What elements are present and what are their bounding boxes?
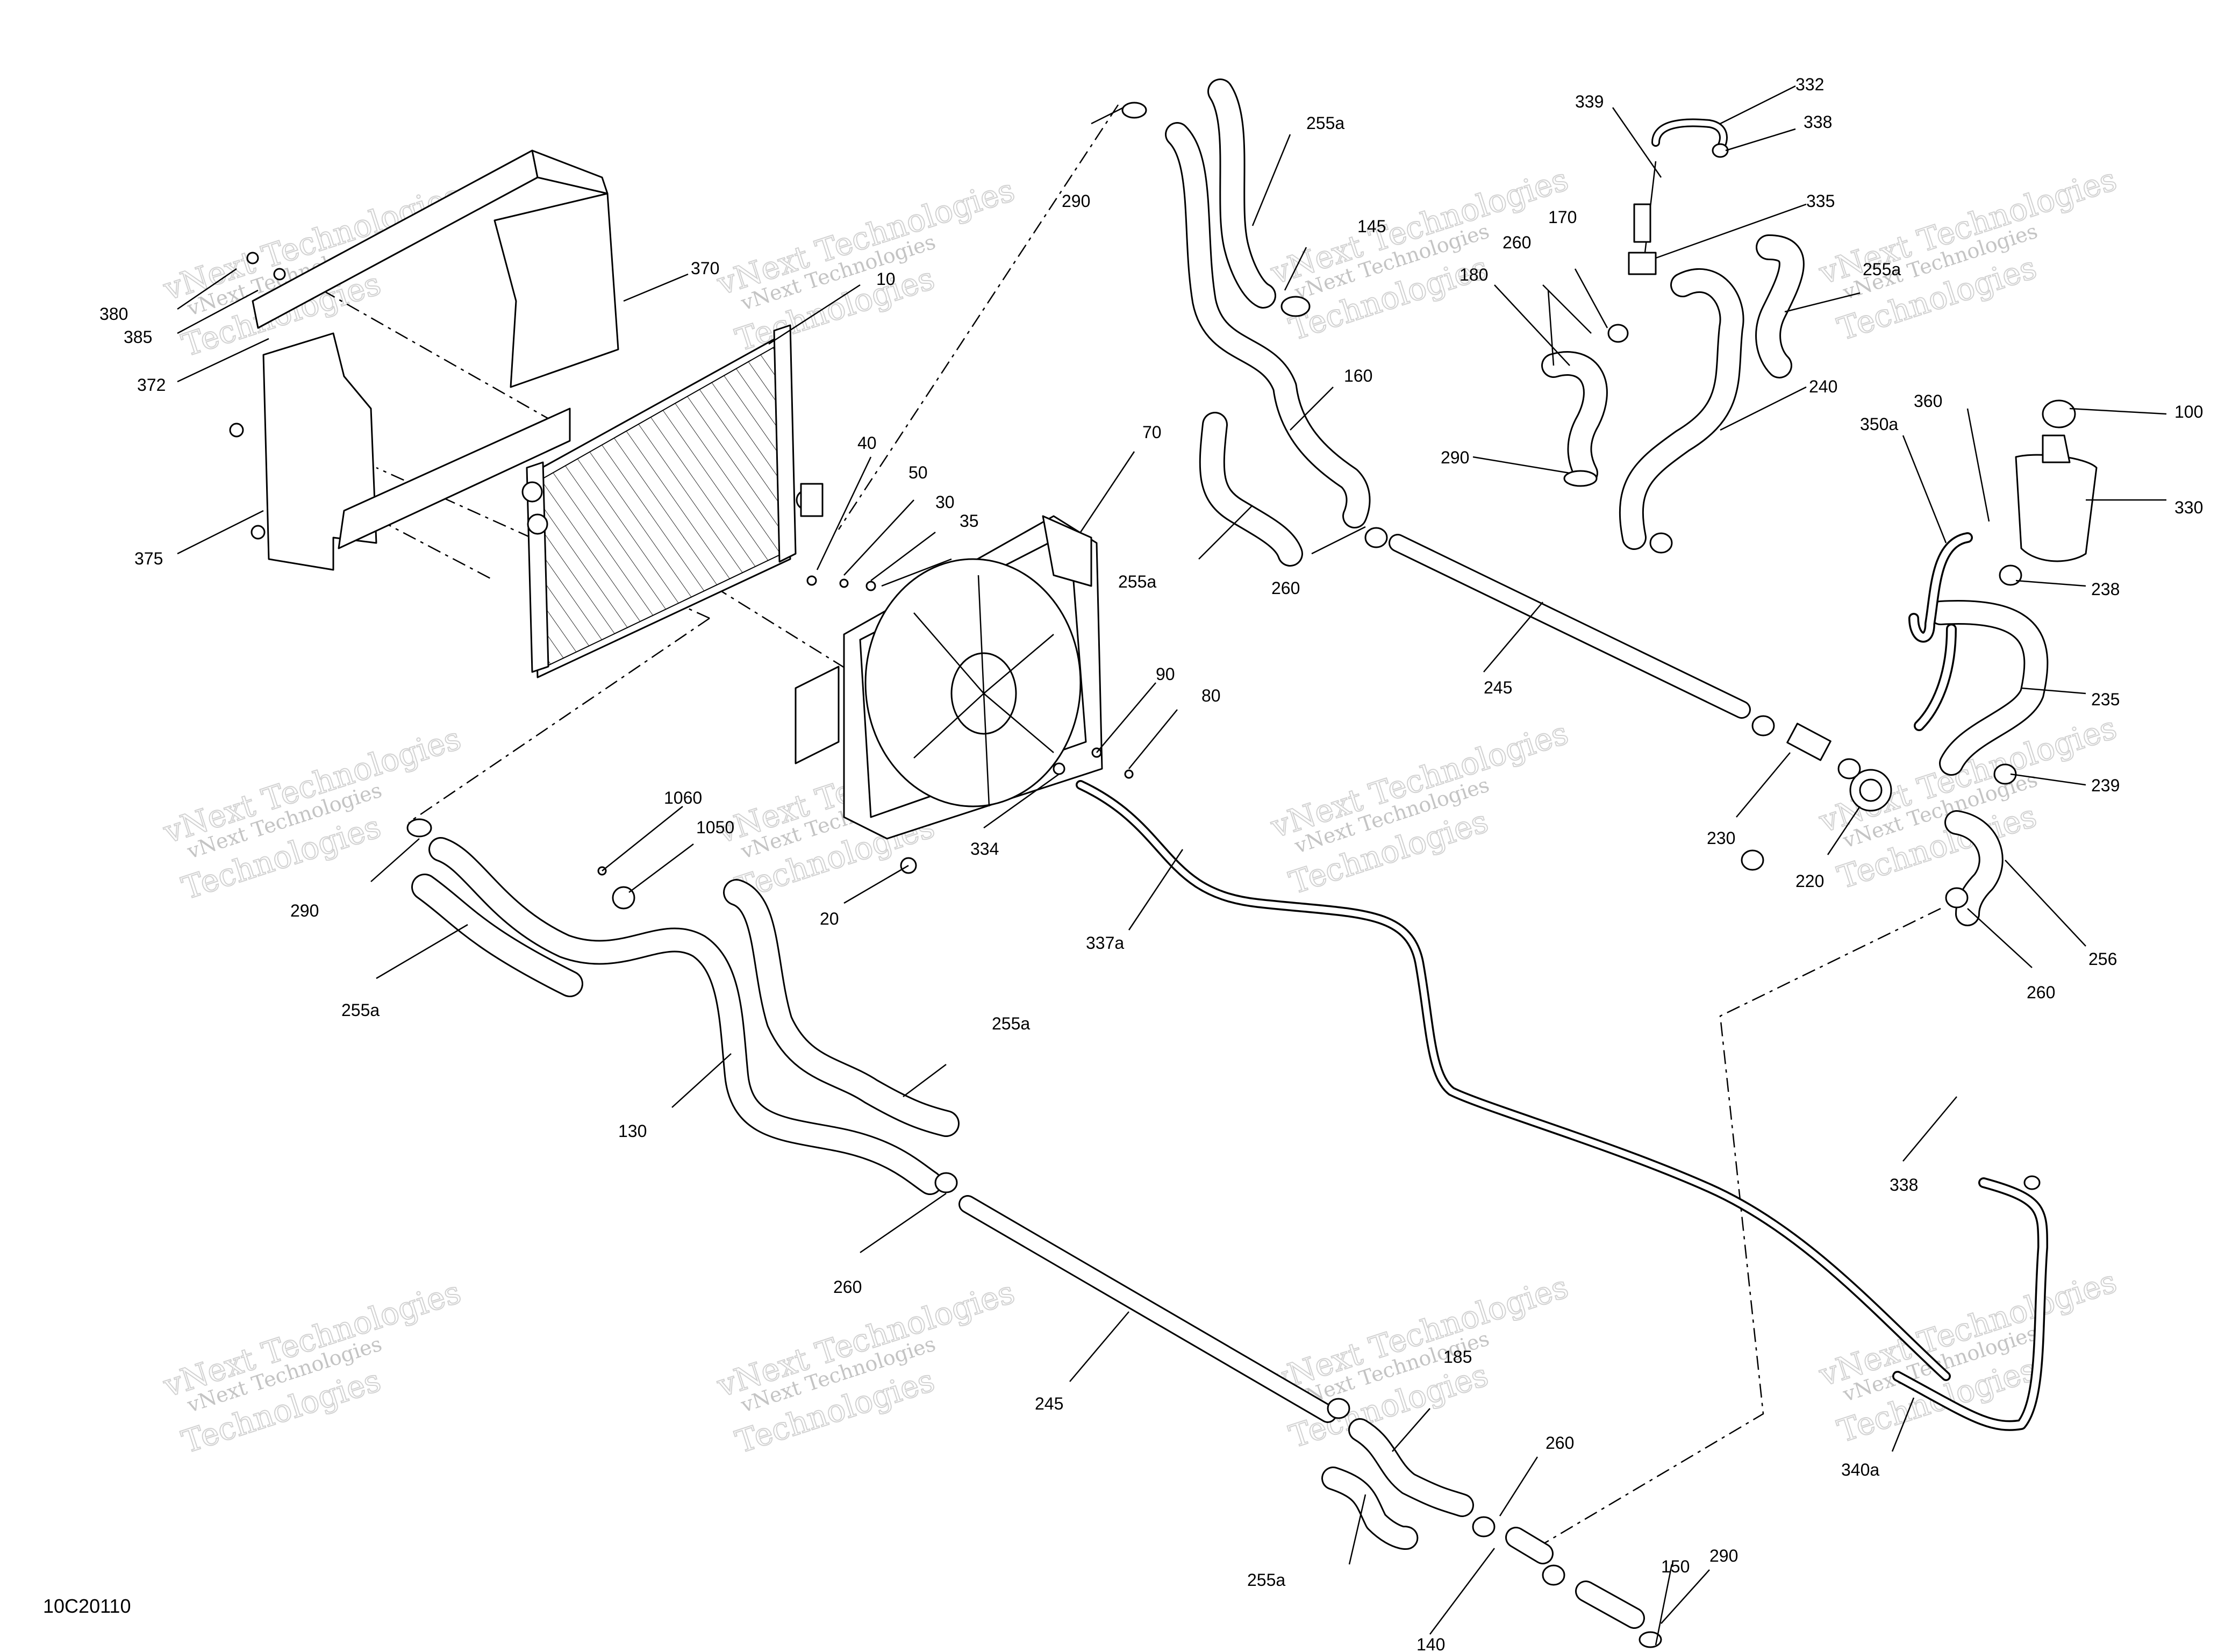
callout-260-upper: 260 bbox=[1503, 233, 1531, 252]
callout-335: 335 bbox=[1806, 191, 1835, 211]
shroud-bracket bbox=[229, 149, 619, 571]
callout-260-bottom: 260 bbox=[1546, 1433, 1574, 1453]
callout-255a-mid: 255a bbox=[1118, 572, 1156, 591]
callout-290-left: 290 bbox=[290, 901, 319, 920]
watermark: vNext Technologies vNext Technologies Te… bbox=[1265, 714, 1573, 902]
callout-240: 240 bbox=[1809, 377, 1837, 396]
callout-130: 130 bbox=[618, 1121, 647, 1141]
callout-245-lower: 245 bbox=[1035, 1394, 1063, 1413]
callout-90: 90 bbox=[1156, 664, 1175, 684]
callout-255a-bottom: 255a bbox=[1247, 1570, 1285, 1590]
callout-50: 50 bbox=[908, 463, 928, 482]
callout-360: 360 bbox=[1914, 391, 1942, 411]
callout-170: 170 bbox=[1548, 208, 1577, 227]
callout-labels: 380 385 372 370 10 375 40 50 30 35 70 90… bbox=[99, 75, 2203, 1652]
callout-372: 372 bbox=[137, 375, 166, 395]
fan-assembly bbox=[795, 515, 1103, 874]
callout-290-top: 290 bbox=[1062, 191, 1090, 211]
callout-290-upper: 290 bbox=[1441, 448, 1469, 467]
callout-260-lower: 260 bbox=[833, 1277, 862, 1297]
diagram-id: 10C20110 bbox=[43, 1595, 131, 1617]
callout-380: 380 bbox=[99, 304, 128, 324]
callout-140: 140 bbox=[1416, 1635, 1445, 1652]
callout-185: 185 bbox=[1443, 1347, 1472, 1367]
watermark: vNext Technologies vNext Technologies Te… bbox=[1814, 160, 2121, 348]
callout-255a-left: 255a bbox=[341, 1000, 380, 1020]
callout-375: 375 bbox=[134, 549, 163, 568]
callout-20: 20 bbox=[820, 909, 839, 928]
callout-238: 238 bbox=[2091, 580, 2120, 599]
callout-330: 330 bbox=[2174, 498, 2203, 517]
watermark: vNext Technologies vNext Technologies Te… bbox=[1265, 1268, 1573, 1455]
callout-100: 100 bbox=[2174, 402, 2203, 421]
watermark: vNext Technologies vNext Technologies Te… bbox=[158, 1273, 466, 1461]
callout-220: 220 bbox=[1795, 871, 1824, 891]
callout-235: 235 bbox=[2091, 690, 2120, 709]
callout-145: 145 bbox=[1357, 217, 1386, 236]
callout-385: 385 bbox=[124, 327, 152, 347]
callout-255a-right: 255a bbox=[1863, 260, 1901, 279]
callout-230: 230 bbox=[1707, 828, 1735, 848]
callout-340a: 340a bbox=[1841, 1460, 1879, 1479]
callout-180: 180 bbox=[1460, 265, 1488, 284]
watermark: vNext Technologies vNext Technologies Te… bbox=[712, 171, 1019, 359]
callout-338-lower: 338 bbox=[1890, 1175, 1918, 1195]
clamps bbox=[406, 102, 2041, 1648]
coolant-tank bbox=[2015, 399, 2098, 562]
leader-lines bbox=[177, 85, 2167, 1646]
callout-245-upper: 245 bbox=[1484, 678, 1512, 697]
callout-30: 30 bbox=[935, 492, 955, 512]
callout-150: 150 bbox=[1661, 1557, 1690, 1576]
callout-160: 160 bbox=[1344, 366, 1372, 385]
radiator bbox=[521, 324, 824, 678]
callout-80: 80 bbox=[1201, 686, 1221, 705]
callout-339: 339 bbox=[1575, 92, 1604, 111]
callout-260-right: 260 bbox=[2027, 983, 2055, 1002]
callout-1060: 1060 bbox=[664, 788, 702, 807]
callout-338-top: 338 bbox=[1804, 112, 1832, 132]
callout-1050: 1050 bbox=[696, 818, 734, 837]
hoses bbox=[411, 78, 2049, 1629]
callout-239: 239 bbox=[2091, 776, 2120, 795]
callout-337a: 337a bbox=[1086, 933, 1124, 953]
callout-10: 10 bbox=[876, 269, 896, 289]
callout-255a-lower: 255a bbox=[992, 1014, 1030, 1033]
callout-334: 334 bbox=[970, 839, 999, 859]
callout-40: 40 bbox=[857, 433, 877, 453]
callout-35: 35 bbox=[960, 511, 979, 531]
callout-70: 70 bbox=[1142, 423, 1162, 442]
watermarks: vNext Technologies vNext Technologies Te… bbox=[158, 160, 2121, 1461]
callout-290-bottom: 290 bbox=[1709, 1546, 1738, 1565]
callout-332: 332 bbox=[1795, 75, 1824, 94]
callout-260-mid: 260 bbox=[1271, 578, 1300, 598]
watermark: vNext Technologies vNext Technologies Te… bbox=[712, 1273, 1019, 1461]
watermark: vNext Technologies vNext Technologies Te… bbox=[1265, 160, 1573, 348]
callout-255a-top: 255a bbox=[1306, 113, 1344, 133]
callout-350a: 350a bbox=[1860, 414, 1898, 434]
callout-256: 256 bbox=[2088, 949, 2117, 969]
callout-370: 370 bbox=[691, 259, 719, 278]
